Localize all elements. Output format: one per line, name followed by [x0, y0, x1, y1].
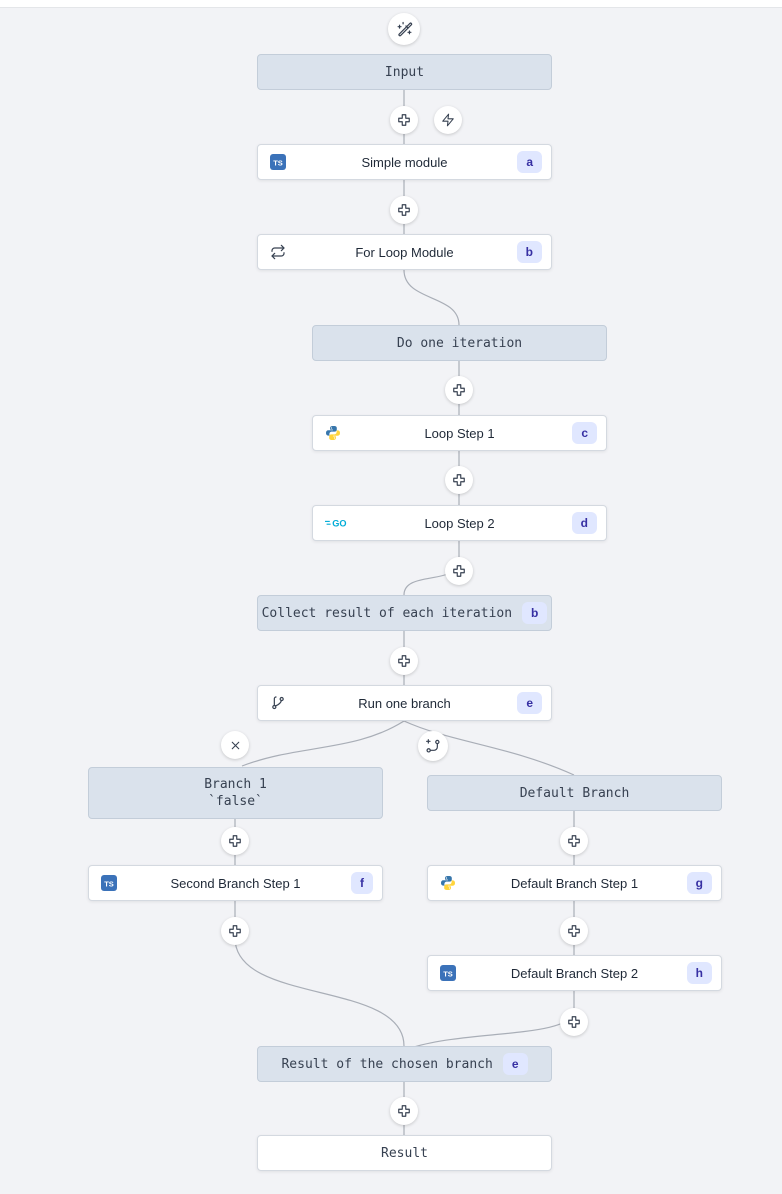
add-step-loop-end-button[interactable] — [445, 557, 473, 585]
node-label-line: Branch 1 — [204, 777, 267, 792]
node-label: Loop Step 1 — [424, 425, 495, 441]
node-badge: a — [517, 151, 542, 173]
plus-icon — [567, 1015, 581, 1029]
add-step-default-end-button[interactable] — [560, 1008, 588, 1036]
svg-text:TS: TS — [273, 159, 283, 168]
edge-runbranch-to-default — [403, 720, 575, 776]
node-label: Default Branch Step 2 — [510, 965, 639, 981]
node-label: Branch 1 `false` — [204, 776, 267, 810]
svg-text:TS: TS — [104, 880, 114, 889]
node-label: Input — [384, 64, 425, 80]
plus-icon — [228, 834, 242, 848]
node-badge: b — [522, 602, 548, 624]
add-trigger-button[interactable] — [434, 106, 462, 134]
add-step-after-collect-button[interactable] — [390, 647, 418, 675]
node-loop-step-1[interactable]: Loop Step 1 c — [312, 415, 607, 451]
svg-text:GO: GO — [332, 519, 346, 529]
node-label: Second Branch Step 1 — [170, 875, 301, 891]
node-label: Do one iteration — [396, 335, 523, 351]
node-badge: f — [351, 872, 373, 894]
plus-icon — [397, 203, 411, 217]
node-label: Result of the chosen branch — [281, 1056, 493, 1072]
plus-icon — [452, 383, 466, 397]
add-step-loop-start-button[interactable] — [445, 376, 473, 404]
node-result-of-chosen-branch[interactable]: Result of the chosen branch e — [257, 1046, 552, 1082]
add-step-after-input-button[interactable] — [390, 106, 418, 134]
python-icon — [325, 425, 341, 441]
plus-icon — [228, 924, 242, 938]
node-label: Default Branch — [519, 785, 630, 801]
go-icon: GO — [325, 515, 349, 531]
add-step-after-simple-module-button[interactable] — [390, 196, 418, 224]
node-default-branch[interactable]: Default Branch — [427, 775, 722, 811]
node-badge: h — [686, 962, 712, 984]
node-collect-result[interactable]: Collect result of each iteration b — [257, 595, 552, 631]
python-icon — [440, 875, 456, 891]
ai-wand-button[interactable] — [388, 13, 420, 45]
node-for-loop-module[interactable]: For Loop Module b — [257, 234, 552, 270]
plus-icon — [452, 473, 466, 487]
add-step-branch1-start-button[interactable] — [221, 827, 249, 855]
add-step-default-start-button[interactable] — [560, 827, 588, 855]
node-default-branch-step-2[interactable]: TS Default Branch Step 2 h — [427, 955, 722, 991]
node-loop-step-2[interactable]: GO Loop Step 2 d — [312, 505, 607, 541]
plus-icon — [397, 113, 411, 127]
add-step-after-branches-button[interactable] — [390, 1097, 418, 1125]
node-run-one-branch[interactable]: Run one branch e — [257, 685, 552, 721]
add-step-between-loop-steps-button[interactable] — [445, 466, 473, 494]
node-label: Collect result of each iteration — [261, 605, 513, 621]
node-label: For Loop Module — [355, 244, 454, 260]
node-label: Result — [381, 1145, 428, 1161]
typescript-icon: TS — [101, 875, 117, 891]
node-badge: e — [502, 1053, 528, 1075]
edge-runbranch-to-branch1 — [241, 720, 405, 767]
node-label: Simple module — [361, 154, 448, 170]
edge-branch1-merge — [234, 901, 405, 1047]
remove-branch-button[interactable] — [221, 731, 249, 759]
edge-forloop-to-iteration — [403, 269, 460, 326]
branch-plus-icon — [425, 738, 441, 754]
svg-text:TS: TS — [443, 970, 453, 979]
plus-icon — [567, 834, 581, 848]
bolt-icon — [441, 113, 455, 127]
top-divider — [0, 0, 782, 8]
node-badge: b — [516, 241, 542, 263]
node-badge: d — [571, 512, 597, 534]
wand-icon — [396, 21, 413, 38]
add-step-between-default-steps-button[interactable] — [560, 917, 588, 945]
node-badge: c — [572, 422, 597, 444]
add-branch-button[interactable] — [418, 731, 448, 761]
branch-icon — [270, 695, 286, 711]
edge-default-merge — [413, 991, 575, 1048]
node-do-one-iteration[interactable]: Do one iteration — [312, 325, 607, 361]
node-input[interactable]: Input — [257, 54, 552, 90]
node-default-branch-step-1[interactable]: Default Branch Step 1 g — [427, 865, 722, 901]
node-second-branch-step-1[interactable]: TS Second Branch Step 1 f — [88, 865, 383, 901]
node-label: Run one branch — [358, 695, 451, 711]
node-branch-1[interactable]: Branch 1 `false` — [88, 767, 383, 819]
repeat-icon — [270, 244, 286, 260]
plus-icon — [397, 654, 411, 668]
node-result[interactable]: Result — [257, 1135, 552, 1171]
node-label-line: `false` — [208, 794, 263, 809]
plus-icon — [452, 564, 466, 578]
node-badge: g — [686, 872, 712, 894]
node-simple-module[interactable]: TS Simple module a — [257, 144, 552, 180]
typescript-icon: TS — [440, 965, 456, 981]
node-label: Loop Step 2 — [424, 515, 495, 531]
plus-icon — [397, 1104, 411, 1118]
typescript-icon: TS — [270, 154, 286, 170]
add-step-branch1-end-button[interactable] — [221, 917, 249, 945]
x-icon — [229, 739, 242, 752]
node-label: Default Branch Step 1 — [510, 875, 639, 891]
node-badge: e — [517, 692, 542, 714]
plus-icon — [567, 924, 581, 938]
